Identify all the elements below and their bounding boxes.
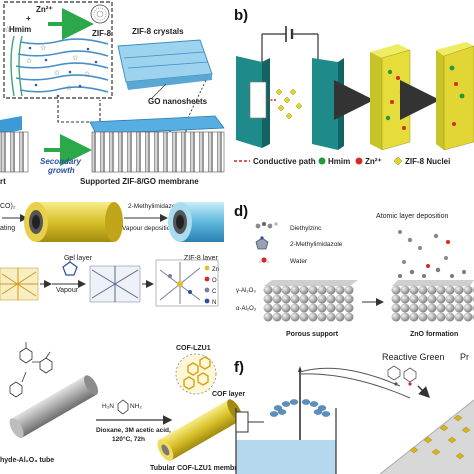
amine2-label: NH₂ <box>130 403 142 410</box>
key-zn: Zn <box>212 267 219 273</box>
panel-b-letter: b) <box>234 7 248 24</box>
panel-d: d) Diethylzinc 2-Methylimidazole Water A… <box>234 203 474 338</box>
step1-label: CO)₂ <box>0 203 16 210</box>
step2b-label: Vapour deposition <box>122 225 174 232</box>
coated-block-2 <box>436 42 474 151</box>
hmim-label: Hmim <box>9 25 31 34</box>
zn-ion-label: Zn²⁺ <box>36 5 53 14</box>
zno-coated-spheres <box>391 267 474 322</box>
right-electrode <box>312 58 338 150</box>
panel-b: b) <box>234 7 474 166</box>
condition-line-1: Dioxane, 3M acetic acid, <box>96 427 171 434</box>
svg-text:☆: ☆ <box>66 84 72 92</box>
support-label: rt <box>0 177 6 186</box>
hmim-star-icon: ☆ <box>4 25 11 34</box>
alpha-alumina-label: α-Al₂O₃ <box>236 306 257 312</box>
cof-coated-tube <box>157 399 243 461</box>
dye2-label: Pr <box>460 352 469 362</box>
precursor-molecules <box>398 230 450 268</box>
zif8-cluster-icon <box>90 4 110 24</box>
framework-structures: Vapour <box>0 256 219 307</box>
porous-support-label: Porous support <box>286 331 339 338</box>
svg-text:☆: ☆ <box>84 70 90 78</box>
porous-support-spheres <box>263 280 358 322</box>
legend-conductive: Conductive path <box>253 157 316 166</box>
chem-methylimidazole: 2-Methylimidazole <box>290 241 343 248</box>
svg-text:☆: ☆ <box>26 57 32 65</box>
go-leader-line <box>151 83 167 99</box>
element-key: Zn O C N <box>204 265 219 306</box>
svg-text:☆: ☆ <box>72 54 78 62</box>
fibre-surface-deposits <box>379 385 474 474</box>
hollow-fibre-bundle <box>269 366 411 440</box>
substrate <box>249 81 267 119</box>
diamine-structure <box>117 399 129 415</box>
zif8-crystal-sheet <box>117 39 213 90</box>
dashed-connector <box>57 100 101 123</box>
cof-layer-label: COF layer <box>212 391 245 398</box>
legend-nuclei: ZIF-8 Nuclei <box>405 157 450 166</box>
power-circuit <box>261 26 319 62</box>
zn-dot-icon <box>355 157 363 165</box>
panel-a: Zn²⁺ + Hmim ☆ ZIF-8 ☆ ☆ ☆ ☆ <box>0 1 225 186</box>
amine-label: H₂N <box>102 403 114 410</box>
filtration-tank <box>235 408 337 474</box>
plus-sign: + <box>26 14 31 23</box>
membrane-label: Supported ZIF-8/GO membrane <box>80 177 199 186</box>
panel-c: CO)₂ ating Gel layer 2-Methylimidazole V… <box>0 202 224 307</box>
secondary-label: Secondary <box>40 157 81 166</box>
zno-formation-label: ZnO formation <box>410 331 458 338</box>
cof-membrane-label: Tubular COF-LZU1 membrane <box>150 465 249 472</box>
step1b-label: ating <box>0 225 15 232</box>
zif8-layer-tube <box>168 202 224 242</box>
hmim-molecule-icon <box>62 256 78 276</box>
svg-text:☆: ☆ <box>40 44 46 52</box>
ald-label: Atomic layer deposition <box>376 213 448 220</box>
left-electrode <box>236 56 262 148</box>
zif8-crystals-label: ZIF-8 crystals <box>132 27 184 36</box>
gamma-alumina-label: γ-Al₂O₃ <box>236 288 256 294</box>
growth-label: growth <box>47 166 75 175</box>
pump-box <box>235 411 249 433</box>
panel-d-letter: d) <box>234 203 248 220</box>
go-nanosheets-label: GO nanosheets <box>148 97 208 106</box>
legend-zn: Zn²⁺ <box>365 157 382 166</box>
diethylzinc-molecule-icon <box>255 222 278 229</box>
tube-label: hyde-Al₂O₃ tube <box>0 457 54 464</box>
panel-b-legend: Conductive path Hmim Zn²⁺ ZIF-8 Nuclei <box>234 156 450 166</box>
cof-label: COF-LZU1 <box>176 345 211 352</box>
key-n: N <box>212 300 216 306</box>
coated-block-1 <box>370 44 411 151</box>
methylimidazole-molecule-icon <box>255 236 269 250</box>
gel-layer-tube <box>24 202 123 242</box>
legend-hmim: Hmim <box>328 157 350 166</box>
go-sheet-layers: ☆ ☆ ☆ ☆ ☆ ☆ <box>10 35 109 98</box>
chem-water: Water <box>290 258 308 265</box>
panel-f-letter: f) <box>234 359 244 376</box>
key-o: O <box>212 278 217 284</box>
chem-diethylzinc: Diethylzinc <box>290 225 322 232</box>
supported-membrane <box>89 115 225 173</box>
panel-e: hyde-Al₂O₃ tube H₂N NH₂ Dioxane, 3M acet… <box>0 342 249 472</box>
key-c: C <box>212 289 217 295</box>
zif8-layer-label: ZIF-8 layer <box>184 255 219 262</box>
gel-layer-label: Gel layer <box>64 255 93 262</box>
nuclei-diamond-icon <box>393 156 403 166</box>
nuclei-particles <box>275 88 303 120</box>
vapour-label: Vapour <box>56 287 79 294</box>
svg-text:☆: ☆ <box>54 69 60 77</box>
panel-f: f) Reactive Green Pr <box>234 352 474 474</box>
dye-label: Reactive Green <box>382 352 445 362</box>
zif8-label: ZIF-8 <box>92 29 112 38</box>
step2-label: 2-Methylimidazole <box>128 203 181 210</box>
condition-line-2: 120°C, 72h <box>112 435 145 443</box>
water-molecule-icon <box>258 257 270 264</box>
cof-lattice-icon <box>175 353 217 395</box>
aldehyde-structure <box>9 342 53 398</box>
bare-support <box>0 116 29 173</box>
hmim-dot-icon <box>318 157 326 165</box>
alumina-tube <box>9 375 99 438</box>
